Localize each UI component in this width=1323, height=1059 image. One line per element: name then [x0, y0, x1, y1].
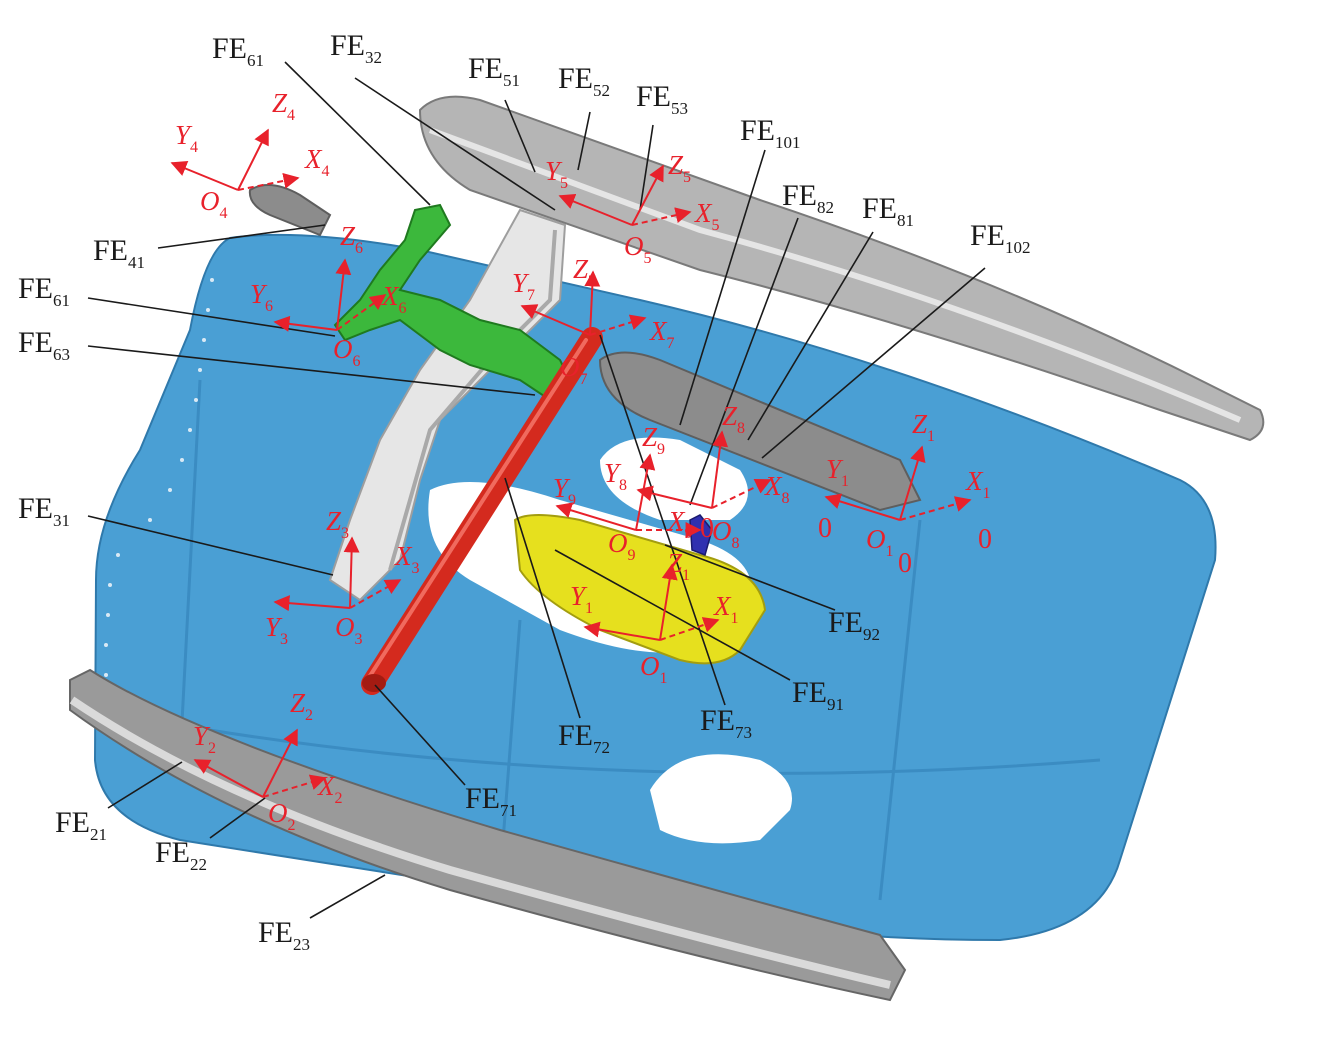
frame5-x-label: X5 — [694, 198, 720, 234]
label-fe31: FE31 — [18, 492, 70, 530]
frame11-y-label: Y1 — [570, 581, 593, 617]
panel-cutout-lower — [650, 754, 792, 844]
frame2-origin-label: O2 — [268, 798, 296, 834]
label-fe53: FE53 — [636, 80, 688, 118]
stray-zero-2: 0 — [898, 548, 912, 579]
steering-tube — [361, 327, 603, 695]
panel-rib-cross — [149, 718, 1101, 775]
label-fe91: FE91 — [792, 676, 844, 714]
frame2-y-label: Y2 — [193, 721, 216, 757]
frame6-x-label: X6 — [381, 281, 407, 317]
label-fe41: FE41 — [93, 234, 145, 272]
frame5-z-label: Z5 — [668, 150, 691, 186]
label-fe51: FE51 — [468, 52, 520, 90]
label-fe22: FE22 — [155, 836, 207, 874]
green-bracket — [333, 203, 572, 402]
frame8-z-label: Z8 — [722, 401, 745, 437]
frame7-origin-label: O7 — [560, 352, 588, 388]
label-fe72: FE72 — [558, 719, 610, 757]
label-fe63: FE63 — [18, 326, 70, 364]
front-crossbeam — [69, 668, 907, 1002]
frame3-z-label: Z3 — [326, 506, 349, 542]
frame6-y-label: Y6 — [250, 279, 273, 315]
frame4-z-label: Z4 — [272, 88, 295, 124]
label-fe73: FE73 — [700, 704, 752, 742]
label-fe32: FE32 — [330, 29, 382, 67]
label-fe101: FE101 — [740, 114, 801, 152]
label-fe92: FE92 — [828, 606, 880, 644]
frame9-origin-label: O9 — [608, 528, 636, 564]
mid-crossbeam — [598, 351, 922, 512]
frame4-origin-label: O4 — [200, 186, 228, 222]
frame9-x-label: X9 — [667, 506, 693, 542]
label-fe71: FE71 — [465, 782, 517, 820]
frame3-y-label: Y3 — [265, 612, 288, 648]
frame10-origin-label: O1 — [866, 524, 894, 560]
panel-rib-left — [178, 379, 202, 761]
frame7-x-label: X7 — [649, 316, 675, 352]
frame2-x-label: X2 — [317, 771, 343, 807]
frame2-z-label: Z2 — [290, 688, 313, 724]
label-fe21: FE21 — [55, 806, 107, 844]
stray-zero-3: 0 — [978, 524, 992, 555]
frame10-y-label: Y1 — [826, 454, 849, 490]
frame9-z-label: Z9 — [642, 422, 665, 458]
frame4-y-label: Y4 — [175, 120, 198, 156]
frame11-x-label: X1 — [713, 591, 739, 627]
label-fe52: FE52 — [558, 62, 610, 100]
longitudinal-member-shadow — [388, 229, 557, 571]
panel-rib-right — [878, 519, 922, 901]
label-fe102: FE102 — [970, 219, 1031, 257]
label-fe61-top: FE61 — [212, 32, 264, 70]
label-fe61-left: FE61 — [18, 272, 70, 310]
frame5-origin-label: O5 — [624, 231, 652, 267]
frame9-y-label: Y9 — [553, 473, 576, 509]
steering-tube-highlight — [364, 338, 588, 684]
label-fe81: FE81 — [862, 192, 914, 230]
stray-zero-1: 0 — [818, 513, 832, 544]
frame3-origin-label: O3 — [335, 612, 363, 648]
frame5-y-label: Y5 — [545, 156, 568, 192]
frame8-y-label: Y8 — [604, 458, 627, 494]
left-crossbeam — [248, 184, 332, 237]
frame3-x-label: X3 — [394, 541, 420, 577]
leader-lines — [87, 61, 986, 919]
frame8-origin-label: O8 — [712, 516, 740, 552]
steering-tube-end — [362, 674, 386, 692]
frame7-y-label: Y7 — [512, 268, 535, 304]
frame10-z-label: Z1 — [912, 409, 935, 445]
frame11-z-label: Z1 — [667, 548, 690, 584]
front-crossbeam-face — [69, 696, 891, 989]
frame11-origin-label: O1 — [640, 651, 668, 687]
label-fe23: FE23 — [258, 916, 310, 954]
frame6-origin-label: O6 — [333, 334, 361, 370]
coordinate-frame-arrows — [170, 128, 972, 798]
label-fe82: FE82 — [782, 179, 834, 217]
stray-zero-4: 0 — [700, 513, 714, 544]
frame10-x-label: X1 — [965, 466, 991, 502]
frame7-z-label: Z7 — [573, 254, 596, 290]
upper-crossbeam-face — [428, 127, 1242, 423]
frame8-x-label: X8 — [764, 471, 790, 507]
frame4-x-label: X4 — [304, 144, 330, 180]
frame6-z-label: Z6 — [340, 221, 363, 257]
